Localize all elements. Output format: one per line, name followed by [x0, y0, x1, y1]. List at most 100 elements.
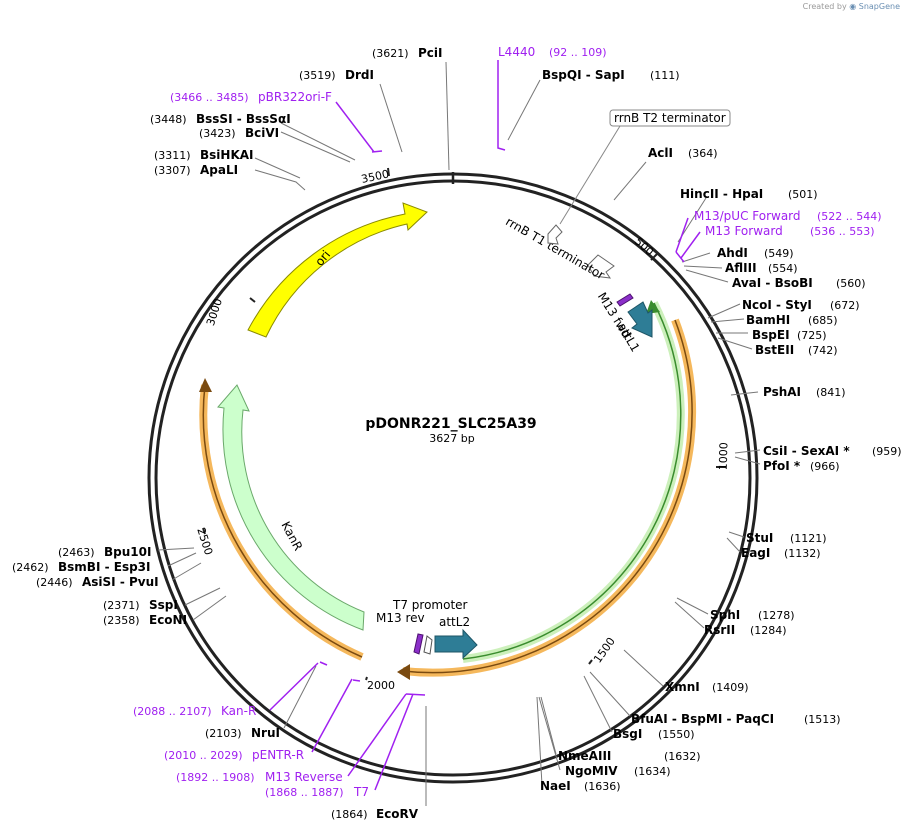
attl2-label: attL2: [439, 615, 470, 629]
plasmid-name: pDONR221_SLC25A39: [365, 416, 536, 432]
svg-text:(536 .. 553): (536 .. 553): [810, 225, 875, 238]
svg-text:EcoNI: EcoNI: [149, 613, 187, 627]
svg-text:(3307): (3307): [154, 164, 191, 177]
rrnb-t2-terminator-feature: [547, 224, 563, 245]
svg-text:AvaI - BsoBI: AvaI - BsoBI: [732, 276, 813, 290]
tick-1500: 1500: [588, 635, 618, 665]
tick-2000: 2000: [365, 676, 395, 692]
site-label-sphi: SphI(1278): [710, 608, 795, 622]
site-label-bsgi: BsgI(1550): [613, 727, 695, 741]
svg-text:2000: 2000: [367, 679, 395, 692]
rrnb-t2-label: rrnB T2 terminator: [614, 111, 726, 125]
site-label-bsihkai: (3311)BsiHKAI: [154, 148, 254, 162]
kanr-feature: [217, 384, 365, 631]
svg-text:(725): (725): [797, 329, 827, 342]
svg-text:(1892 .. 1908): (1892 .. 1908): [176, 771, 255, 784]
site-label-acli: AclI (364): [648, 146, 718, 160]
site-label-ahdi: AhdI(549): [717, 246, 794, 260]
primer-label-kan-r: (2088 .. 2107) Kan-R: [133, 704, 256, 718]
svg-text:XmnI: XmnI: [665, 680, 700, 694]
site-label-ncoi: NcoI - StyI (672): [742, 298, 860, 312]
site-label-ecorv: (1864)EcoRV: [331, 807, 419, 821]
svg-text:2500: 2500: [194, 526, 215, 557]
site-label-bamhi: BamHI(685): [746, 313, 838, 327]
svg-text:(966): (966): [810, 460, 840, 473]
credit-brand: SnapGene: [858, 2, 900, 11]
site-label-rsrii: RsrII(1284): [704, 623, 787, 637]
site-label-afliii: AflIII (554): [725, 261, 798, 275]
svg-text:pENTR-R: pENTR-R: [252, 748, 304, 762]
svg-text:Kan-R: Kan-R: [221, 704, 256, 718]
svg-text:(522 .. 544): (522 .. 544): [817, 210, 882, 223]
svg-text:NmeAIII: NmeAIII: [558, 749, 611, 763]
orf-orange-left-arrowhead: [199, 378, 212, 392]
svg-text:(1121): (1121): [790, 532, 827, 545]
svg-text:BsiHKAI: BsiHKAI: [200, 148, 254, 162]
primer-label-t7: (1868 .. 1887) T7: [265, 785, 369, 799]
svg-text:(742): (742): [808, 344, 838, 357]
site-label-bspei: BspEI(725): [752, 328, 827, 342]
site-label-hincii: HincII - HpaI(501): [680, 187, 818, 201]
svg-text:AclI: AclI: [648, 146, 673, 160]
svg-text:(549): (549): [764, 247, 794, 260]
tick-2500: 2500: [194, 526, 215, 557]
svg-text:(364): (364): [688, 147, 718, 160]
site-label-drdi: (3519)DrdI: [299, 68, 374, 82]
svg-text:(2463): (2463): [58, 546, 95, 559]
site-label-econi: (2358)EcoNI: [103, 613, 187, 627]
svg-text:1500: 1500: [591, 635, 618, 665]
svg-text:(3448): (3448): [150, 113, 187, 126]
svg-text:(1284): (1284): [750, 624, 787, 637]
orf-orange-arrowhead: [397, 664, 410, 680]
plasmid-length: 3627 bp: [429, 432, 474, 445]
svg-text:(2088 .. 2107): (2088 .. 2107): [133, 705, 212, 718]
svg-text:M13 Forward: M13 Forward: [705, 224, 783, 238]
site-label-sspi: (2371)SspI: [103, 598, 178, 612]
site-label-bsteii: BstEII(742): [755, 343, 838, 357]
rrnb-t2-label-box: [609, 109, 731, 127]
svg-text:CsiI - SexAI *: CsiI - SexAI *: [763, 444, 850, 458]
tick-1000: 1000: [716, 442, 731, 471]
svg-text:AsiSI - PvuI: AsiSI - PvuI: [82, 575, 159, 589]
site-label-avai: AvaI - BsoBI (560): [732, 276, 866, 290]
svg-text:3500: 3500: [360, 167, 390, 186]
attl2-feature: [434, 628, 478, 660]
svg-text:(1868 .. 1887): (1868 .. 1887): [265, 786, 344, 799]
rrnb-t1-label: rrnB T1 terminator: [503, 214, 607, 282]
site-label-bsmbi: (2462)BsmBI - Esp3I: [12, 560, 150, 574]
svg-text:NcoI - StyI: NcoI - StyI: [742, 298, 812, 312]
svg-text:StuI: StuI: [746, 531, 773, 545]
svg-text:(3423): (3423): [199, 127, 236, 140]
svg-text:(560): (560): [836, 277, 866, 290]
t7-promoter-label: T7 promoter: [392, 598, 468, 612]
svg-text:BssSI - BssSαI: BssSI - BssSαI: [196, 112, 291, 126]
svg-text:SspI: SspI: [149, 598, 178, 612]
svg-text:(554): (554): [768, 262, 798, 275]
site-label-xmni: XmnI(1409): [665, 680, 749, 694]
svg-text:ApaLI: ApaLI: [200, 163, 238, 177]
site-label-bpu10i: (2463)Bpu10I: [58, 545, 151, 559]
svg-text:(841): (841): [816, 386, 846, 399]
site-label-bfuai: BfuAI - BspMI - PaqCI(1513): [631, 712, 841, 726]
svg-text:T7: T7: [353, 785, 369, 799]
site-label-stui: StuI (1121): [746, 531, 827, 545]
site-label-pshai: PshAI (841): [763, 385, 846, 399]
orf-arc-orange-right-line: [402, 319, 693, 674]
svg-text:1000: 1000: [717, 442, 731, 470]
site-label-nmeaiii: NmeAIII(1632): [558, 749, 701, 763]
primer-label-pbr322ori-f: (3466 .. 3485)pBR322ori-F: [170, 90, 332, 104]
svg-text:NaeI: NaeI: [540, 779, 571, 793]
site-label-pcii: (3621)PciI: [372, 46, 443, 60]
tick-3000: 3000: [204, 297, 256, 327]
svg-text:BamHI: BamHI: [746, 313, 790, 327]
snapgene-logo-icon: ◉: [849, 2, 857, 11]
svg-text:pBR322ori-F: pBR322ori-F: [258, 90, 332, 104]
svg-text:AflIII: AflIII: [725, 261, 757, 275]
svg-text:(2103): (2103): [205, 727, 242, 740]
svg-text:(1636): (1636): [584, 780, 621, 793]
svg-text:(672): (672): [830, 299, 860, 312]
svg-text:BspQI - SapI: BspQI - SapI: [542, 68, 625, 82]
credit-text: Created by: [802, 2, 847, 11]
svg-text:PshAI: PshAI: [763, 385, 801, 399]
